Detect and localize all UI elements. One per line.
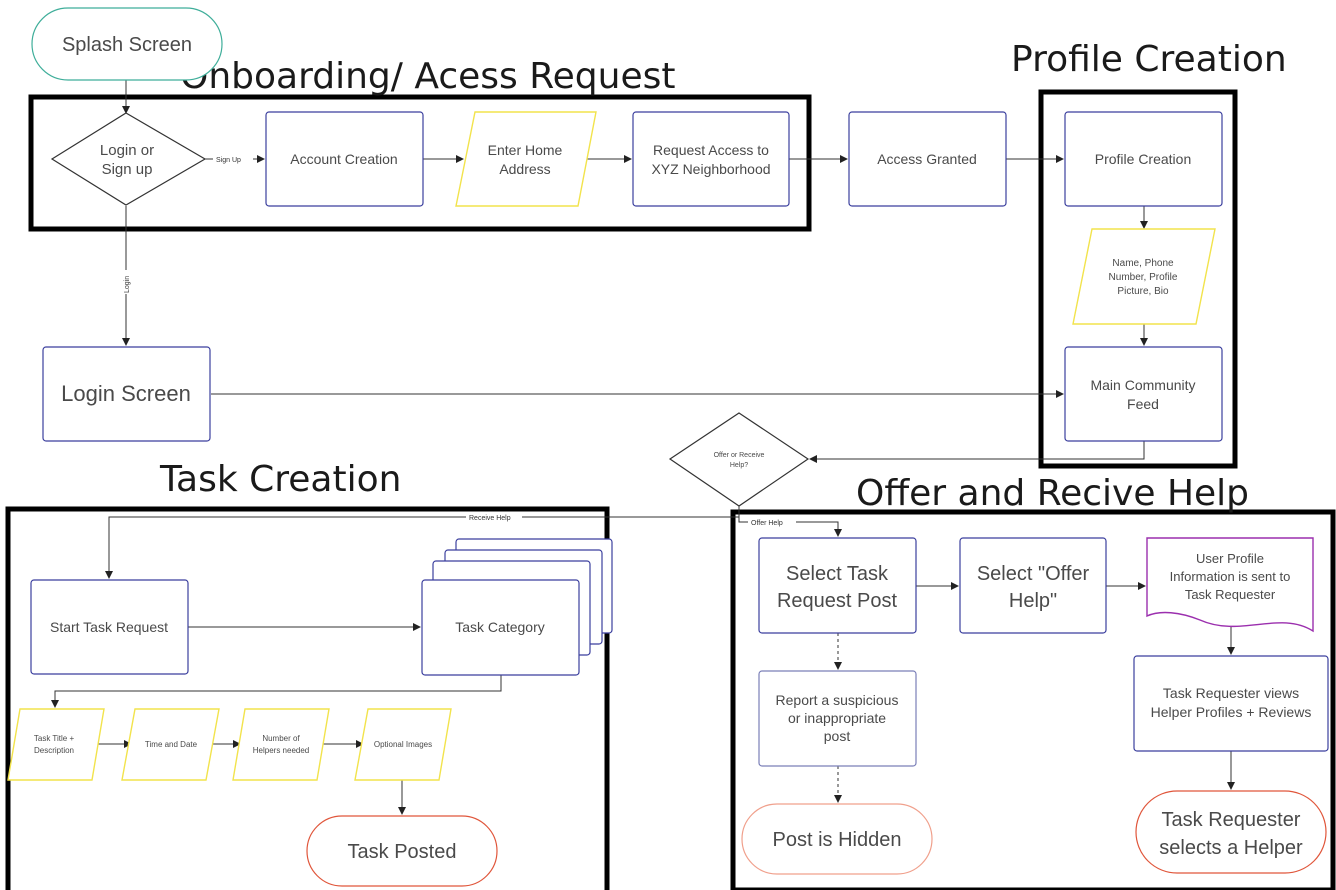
section-offer-help-frame (730, 509, 1336, 890)
node-requester-selects-line2: selects a Helper (1159, 837, 1303, 859)
node-offer-receive-line1: Offer or Receive (714, 452, 765, 459)
node-helpers-needed-input (232, 708, 330, 781)
node-time-date-input (121, 708, 220, 781)
node-post-hidden (741, 803, 933, 875)
node-task-posted (306, 815, 498, 887)
edge-category-to-inputs (51, 675, 502, 708)
section-title-task-creation: Task Creation (159, 459, 401, 500)
node-post-hidden-label: Post is Hidden (773, 829, 902, 851)
node-report-post (758, 670, 917, 767)
node-select-task-line1: Select Task (786, 563, 889, 585)
edge-label-login: Login (124, 276, 131, 293)
section-task-creation-frame (5, 506, 610, 890)
node-helpers-needed-line1: Number of (262, 734, 300, 743)
node-helpers-needed-line2: Helpers needed (253, 746, 309, 755)
node-login-signup-line1: Login or (100, 142, 154, 159)
node-profile-sent-line3: Task Requester (1185, 587, 1276, 602)
node-profile-fields-line2: Number, Profile (1109, 272, 1178, 283)
node-profile-sent-line1: User Profile (1196, 551, 1264, 566)
node-requester-selects-line1: Task Requester (1162, 809, 1301, 831)
node-select-offer-help (959, 537, 1107, 634)
node-account-creation (265, 111, 424, 207)
node-login-screen-label: Login Screen (61, 381, 191, 406)
section-title-profile: Profile Creation (1011, 39, 1287, 80)
node-requester-views-line2: Helper Profiles + Reviews (1151, 704, 1312, 720)
edge-label-offer-help: Offer Help (751, 520, 783, 527)
node-profile-fields-line3: Picture, Bio (1117, 286, 1169, 297)
node-time-date-label: Time and Date (145, 740, 198, 749)
node-request-access-line1: Request Access to (653, 142, 769, 158)
node-select-offer-line1: Select "Offer (977, 563, 1090, 585)
node-task-title-line2: Description (34, 746, 74, 755)
node-login-signup-decision (50, 112, 207, 206)
node-report-post-line3: post (824, 728, 851, 744)
node-home-address-line2: Address (499, 161, 550, 177)
node-task-title-line1: Task Title + (34, 734, 75, 743)
edge-feed-to-decision (809, 441, 1145, 463)
node-main-feed-line2: Feed (1127, 396, 1159, 412)
node-report-post-line1: Report a suspicious (776, 692, 899, 708)
node-profile-creation (1064, 111, 1223, 207)
node-profile-creation-label: Profile Creation (1095, 151, 1192, 167)
node-select-task-post (758, 537, 917, 634)
node-offer-receive-decision (668, 412, 810, 507)
section-title-offer-help: Offer and Recive Help (856, 473, 1249, 514)
node-home-address-line1: Enter Home (488, 142, 563, 158)
node-access-granted (848, 111, 1007, 207)
node-offer-receive-line2: Help? (730, 462, 748, 469)
node-request-access (632, 111, 790, 207)
node-start-task-request (30, 579, 189, 675)
edge-receive-help (105, 506, 740, 579)
node-optional-images-label: Optional Images (374, 740, 432, 749)
node-requester-selects (1135, 790, 1327, 874)
node-profile-fields-line1: Name, Phone (1112, 258, 1174, 269)
node-requester-views (1133, 655, 1329, 752)
node-requester-views-line1: Task Requester views (1163, 685, 1299, 701)
node-start-task-request-label: Start Task Request (50, 619, 168, 635)
node-profile-sent-document (1146, 537, 1314, 633)
node-account-creation-label: Account Creation (290, 151, 397, 167)
node-splash-screen (31, 7, 223, 81)
node-report-post-line2: or inappropriate (788, 710, 886, 726)
node-select-offer-line2: Help" (1009, 590, 1057, 612)
section-onboarding-frame (28, 94, 812, 232)
node-select-task-line2: Request Post (777, 590, 898, 612)
node-splash-screen-label: Splash Screen (62, 34, 192, 56)
node-profile-sent-line2: Information is sent to (1170, 569, 1291, 584)
section-title-onboarding: Onboarding/ Acess Request (180, 56, 675, 97)
node-access-granted-label: Access Granted (877, 151, 977, 167)
node-task-category-label: Task Category (455, 619, 544, 635)
node-request-access-line2: XYZ Neighborhood (651, 161, 770, 177)
node-main-feed-line1: Main Community (1090, 377, 1195, 393)
node-task-posted-label: Task Posted (348, 841, 457, 863)
node-profile-fields-input (1072, 228, 1216, 325)
node-home-address-input (455, 111, 597, 207)
node-task-title-input (7, 708, 105, 781)
edge-label-signup: Sign Up (216, 157, 241, 164)
edge-label-receive-help: Receive Help (469, 515, 511, 522)
node-optional-images-input (354, 708, 452, 781)
node-login-screen (42, 346, 211, 442)
node-main-feed (1064, 346, 1223, 442)
node-login-signup-line2: Sign up (102, 161, 153, 178)
node-task-category (421, 579, 580, 676)
section-profile-frame (1038, 89, 1238, 469)
